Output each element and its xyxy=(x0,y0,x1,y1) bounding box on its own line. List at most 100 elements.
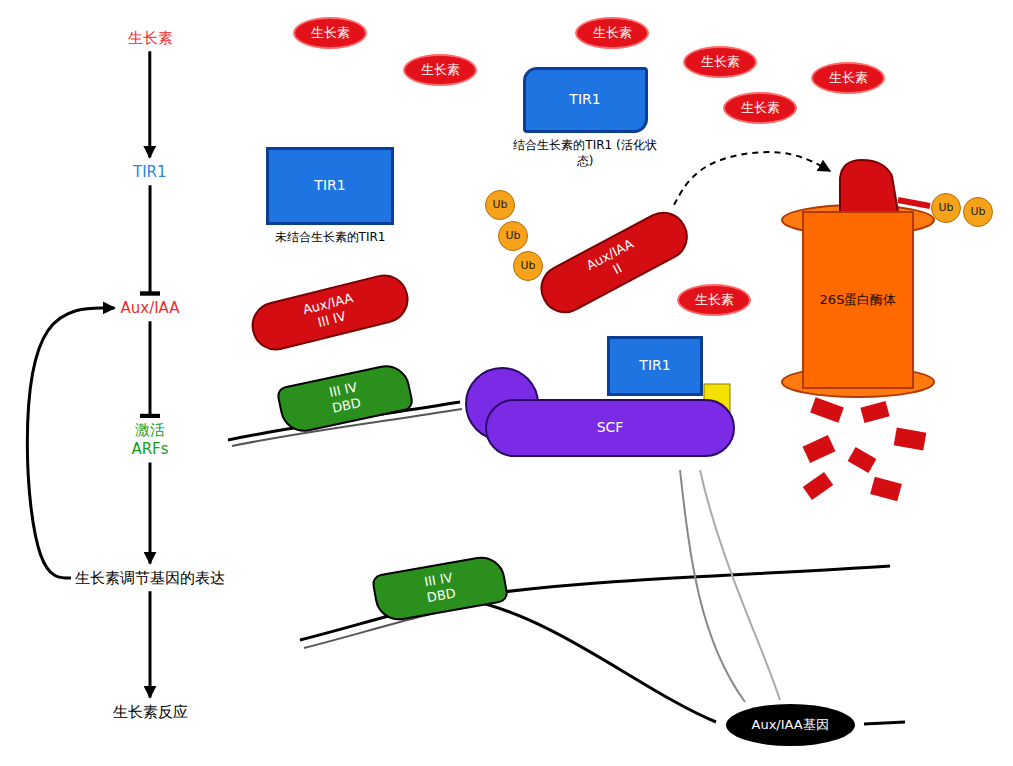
dna-strand xyxy=(864,722,905,724)
peptide-fragment xyxy=(894,428,927,451)
pathway-step: 生长素 xyxy=(128,29,173,48)
node-shape: 生长素 xyxy=(677,284,751,316)
node-label: 激活 ARFs xyxy=(118,421,182,459)
node-label: 生长素反应 xyxy=(113,703,188,722)
ubiquitin: Ub xyxy=(498,221,528,251)
node-label: Ub xyxy=(970,205,985,219)
node-shape: 26S蛋白酶体 xyxy=(802,211,914,389)
node-shape: III IVDBD xyxy=(275,360,414,435)
node-label: II xyxy=(611,260,625,278)
node-shape: 生长素调节基因的表达 xyxy=(75,569,225,588)
ub-link xyxy=(898,200,930,206)
node-shape: 生长素 xyxy=(575,17,649,49)
peptide-fragment xyxy=(870,477,902,502)
node-label: 生长素调节基因的表达 xyxy=(75,569,225,588)
node-label: 生长素 xyxy=(701,54,740,70)
pathway-step: TIR1 xyxy=(133,163,167,182)
node-label: Ub xyxy=(938,201,953,215)
peptide-fragment xyxy=(860,401,889,423)
node-shape: 生长素 xyxy=(723,92,797,124)
node-label: 生长素 xyxy=(311,25,350,41)
ubiquitin: Ub xyxy=(931,193,961,223)
arf-protein: III IVDBD xyxy=(275,360,414,435)
node-shape: SCF xyxy=(485,399,735,457)
node-shape: 激活 ARFs xyxy=(118,421,182,459)
node-shape: 生长素 xyxy=(683,46,757,78)
node-shape: 生长素 xyxy=(403,54,477,86)
aux-iaa-protein: Aux/IAAIII IV xyxy=(247,269,414,355)
node-shape: Aux/IAAII xyxy=(532,203,696,321)
auxin-molecule: 生长素 xyxy=(403,54,477,86)
tir1-receptor: TIR1 xyxy=(607,336,703,396)
pathway-arrow xyxy=(149,321,152,416)
node-label: Ub xyxy=(505,229,520,243)
node-label: TIR1 xyxy=(133,163,167,182)
node-label: Ub xyxy=(520,259,535,273)
auxin-molecule: 生长素 xyxy=(723,92,797,124)
node-shape: Ub xyxy=(485,190,515,220)
node-label: Aux/IAA xyxy=(121,299,180,318)
peptide-fragment xyxy=(803,435,836,463)
pathway-arrow xyxy=(149,591,152,697)
pathway-step: 生长素调节基因的表达 xyxy=(75,569,225,588)
degradation-arrow xyxy=(674,152,830,205)
aux-iaa-protein: Aux/IAAII xyxy=(532,203,696,321)
node-shape: Ub xyxy=(513,251,543,281)
pathway-step: 生长素反应 xyxy=(113,703,188,722)
peptide-fragment xyxy=(848,447,877,473)
guide-line xyxy=(700,470,780,700)
node-shape: 生长素 xyxy=(128,29,173,48)
node-label: 生长素 xyxy=(421,62,460,78)
node-label: Aux/IAA xyxy=(584,235,637,273)
node-label: Aux/IAA基因 xyxy=(752,717,829,733)
auxin-molecule: 生长素 xyxy=(683,46,757,78)
pathway-arrow xyxy=(149,463,152,564)
node-label: 生长素 xyxy=(829,70,868,86)
auxin-molecule: 生长素 xyxy=(575,17,649,49)
node-label: TIR1 xyxy=(569,91,600,109)
node-label: 生长素 xyxy=(695,292,734,308)
dna-strand xyxy=(470,600,716,722)
ubiquitin: Ub xyxy=(485,190,515,220)
pathway-arrow xyxy=(27,308,114,578)
node-label: 生长素 xyxy=(593,25,632,41)
node-shape: 生长素 xyxy=(811,62,885,94)
node-label: 生长素 xyxy=(128,29,173,48)
node-shape: TIR1 xyxy=(523,67,648,133)
peptide-fragment xyxy=(803,472,833,500)
node-shape: 生长素反应 xyxy=(113,703,188,722)
node-caption: 结合生长素的TIR1 (活化状态) xyxy=(510,138,660,169)
ubiquitin: Ub xyxy=(513,251,543,281)
node-shape: Aux/IAAIII IV xyxy=(247,269,414,355)
node-shape: Aux/IAA xyxy=(121,299,180,318)
node-shape: Aux/IAA基因 xyxy=(726,704,855,746)
node-label: 生长素 xyxy=(741,100,780,116)
node-label: Ub xyxy=(492,198,507,212)
node-shape: Ub xyxy=(963,197,993,227)
auxin-molecule: 生长素 xyxy=(293,17,367,49)
pathway-arrow xyxy=(148,51,151,157)
aux-iaa-entering xyxy=(840,160,898,212)
scf-complex: SCF xyxy=(485,399,735,457)
node-shape: III IVDBD xyxy=(371,552,509,623)
auxin-molecule: 生长素 xyxy=(811,62,885,94)
proteasome: 26S蛋白酶体 xyxy=(802,211,914,389)
node-label: SCF xyxy=(597,419,624,437)
node-shape: TIR1 xyxy=(133,163,167,182)
node-shape: TIR1 xyxy=(607,336,703,396)
pathway-step: Aux/IAA xyxy=(121,299,180,318)
node-shape: Ub xyxy=(931,193,961,223)
node-label: 26S蛋白酶体 xyxy=(820,292,897,308)
ubiquitin: Ub xyxy=(963,197,993,227)
gene-locus: Aux/IAA基因 xyxy=(726,704,855,746)
auxin-molecule: 生长素 xyxy=(677,284,751,316)
tir1-receptor: TIR1 未结合生长素的TIR1 xyxy=(255,147,405,246)
tir1-receptor: TIR1 结合生长素的TIR1 (活化状态) xyxy=(510,67,660,169)
node-shape: Ub xyxy=(498,221,528,251)
node-label: TIR1 xyxy=(314,177,345,195)
node-caption: 未结合生长素的TIR1 xyxy=(255,230,405,246)
node-label: TIR1 xyxy=(639,357,670,375)
node-shape: TIR1 xyxy=(266,147,394,225)
pathway-step: 激活 ARFs xyxy=(118,421,182,459)
